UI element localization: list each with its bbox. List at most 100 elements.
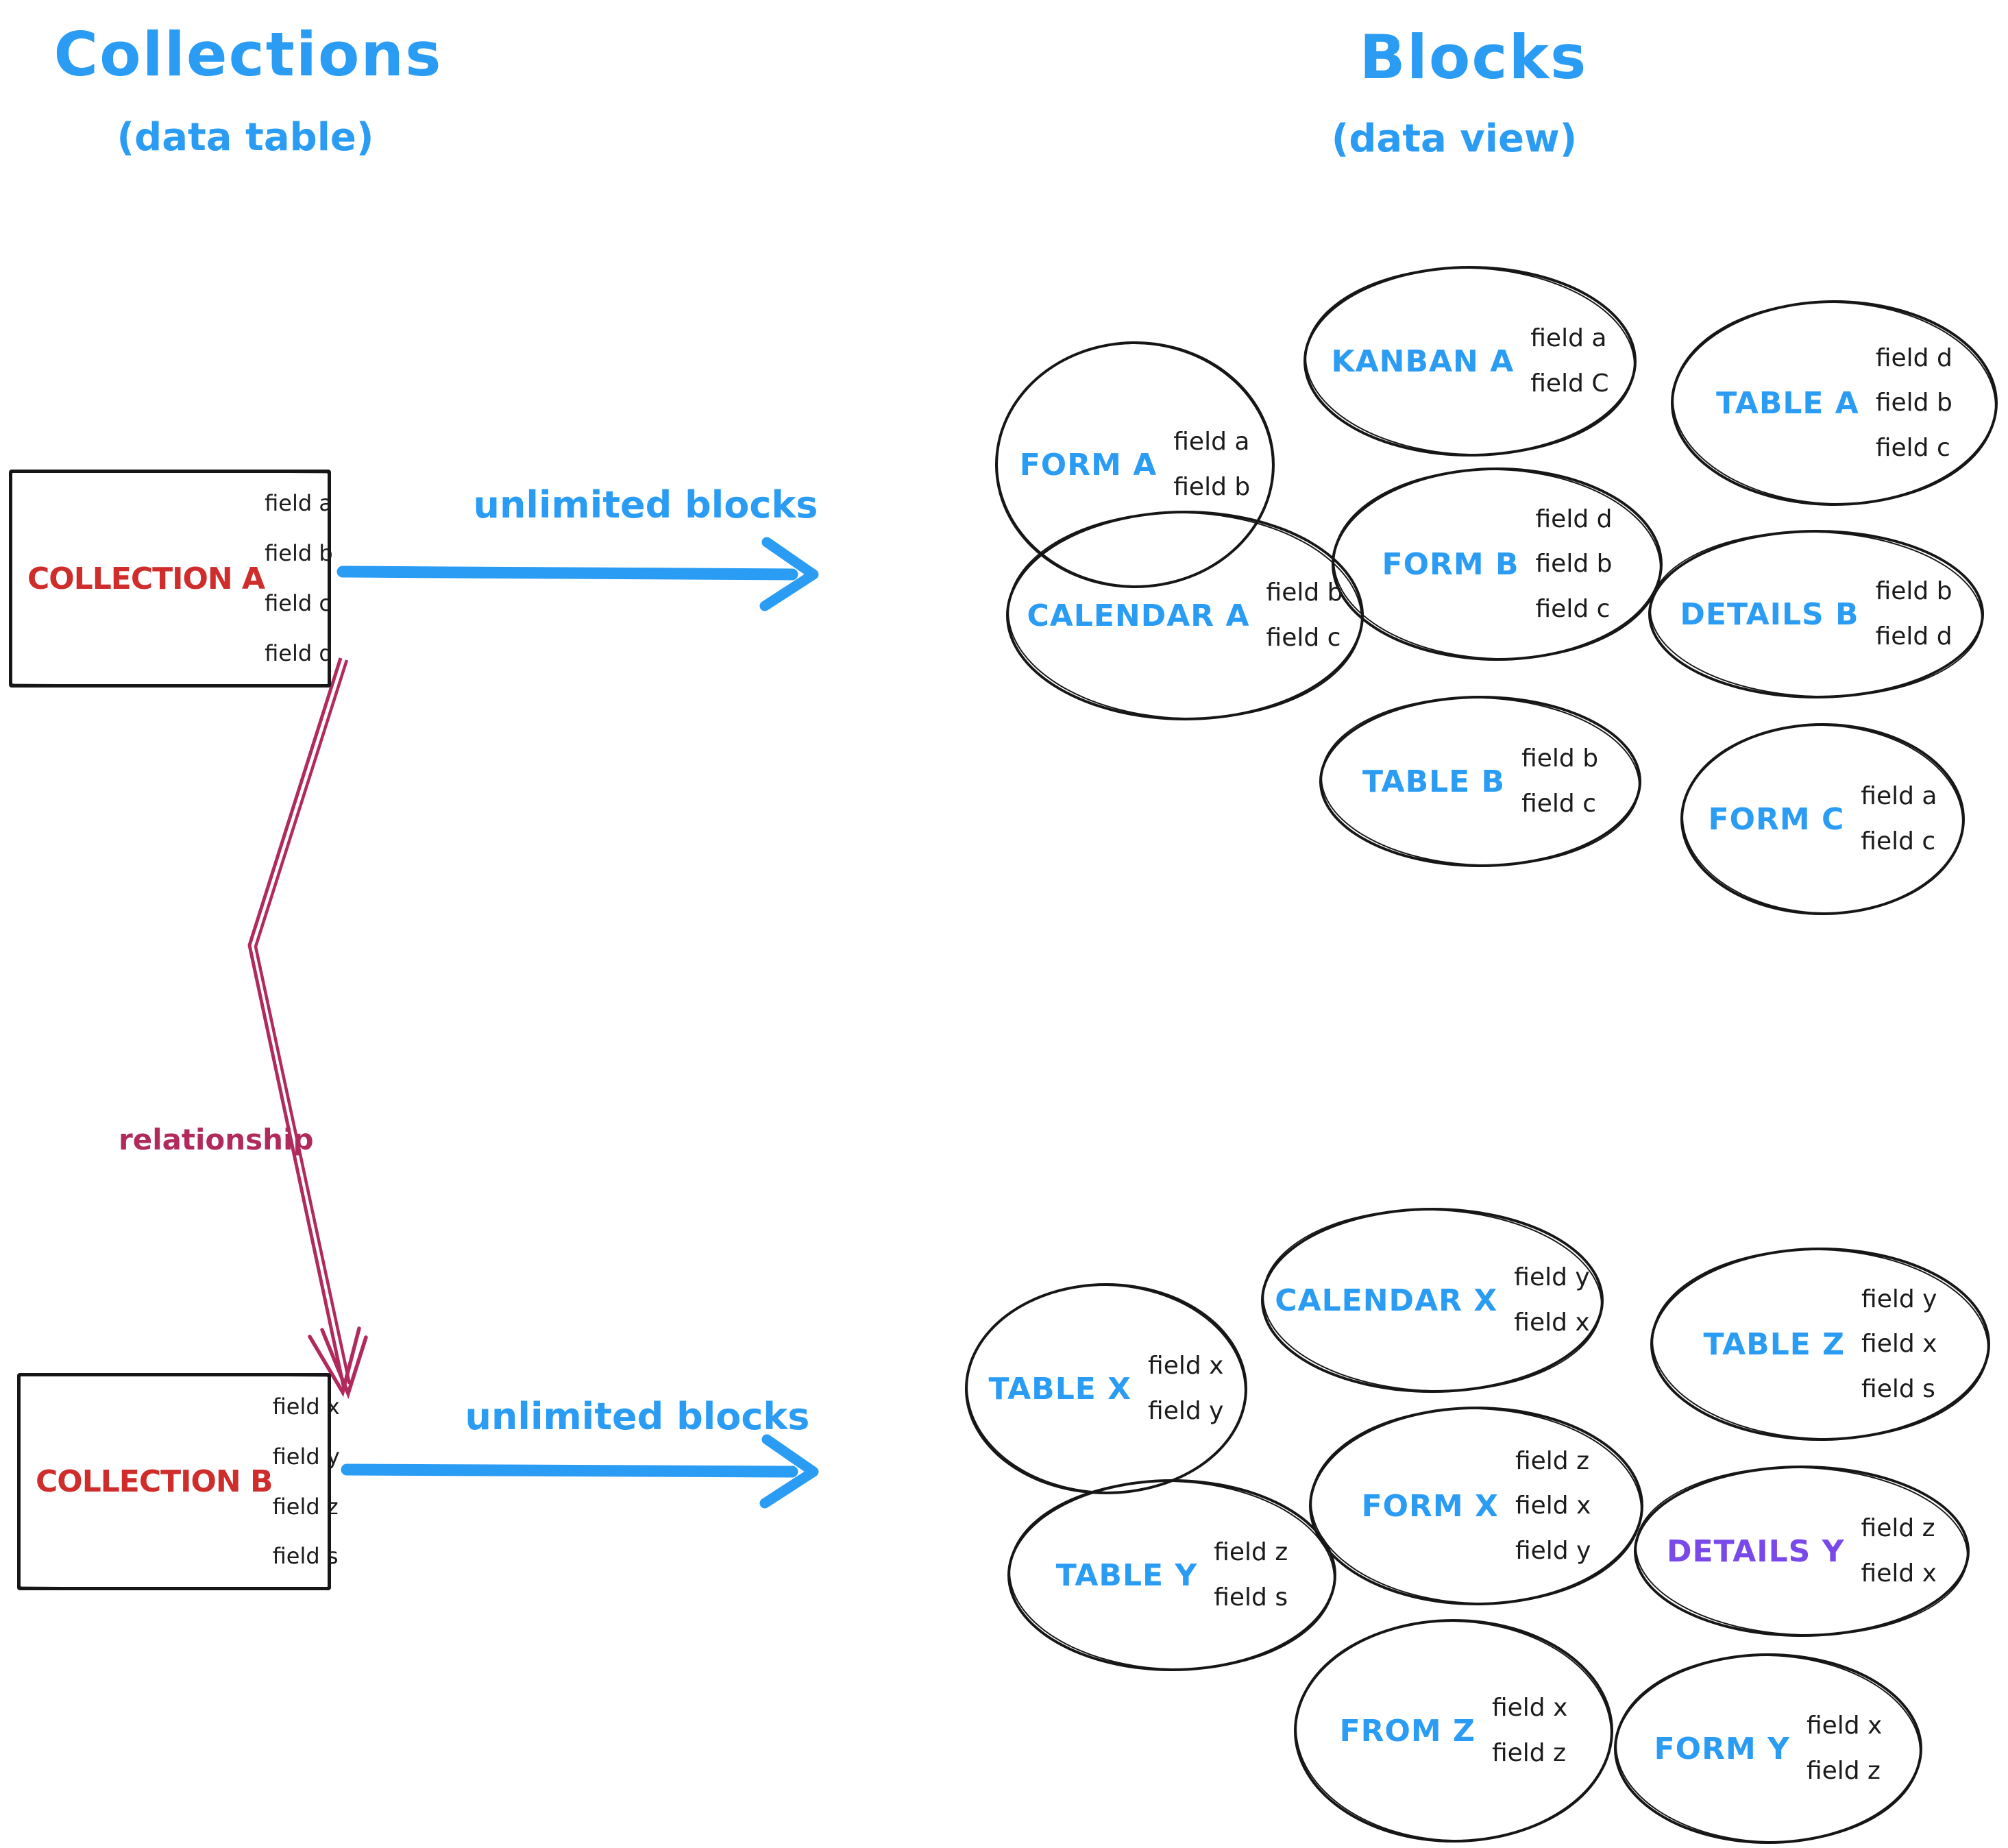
block-form-c-fields: field a field c — [1861, 774, 1937, 864]
relationship-label: relationship — [119, 1123, 314, 1156]
block-table-b-fields: field b field c — [1521, 736, 1598, 826]
block-table-x-fields: field x field y — [1148, 1344, 1223, 1433]
block-form-x: FORM X field z field x field y — [1309, 1407, 1643, 1605]
block-form-x-label: FORM X — [1361, 1488, 1499, 1524]
unlimited-blocks-arrowhead-a — [759, 537, 819, 611]
block-kanban-a: KANBAN A field a field C — [1303, 266, 1637, 457]
block-from-z-label: FROM Z — [1339, 1713, 1476, 1749]
unlimited-blocks-arrow-a — [336, 566, 798, 581]
block-calendar-a-label: CALENDAR A — [1027, 598, 1250, 633]
block-calendar-x-label: CALENDAR X — [1275, 1282, 1498, 1318]
block-table-z: TABLE Z field y field x field s — [1650, 1248, 1990, 1441]
block-form-b-label: FORM B — [1382, 546, 1519, 582]
block-field: field b — [1266, 579, 1343, 607]
block-form-a-label: FORM A — [1019, 447, 1158, 483]
block-field: field b — [1535, 550, 1613, 579]
block-field: field x — [1491, 1694, 1568, 1723]
relationship-line — [247, 657, 346, 1389]
block-field: field c — [1861, 827, 1936, 855]
collection-b-fields: field x field y field z field s — [273, 1382, 340, 1582]
block-table-a: TABLE A field d field b field c — [1671, 300, 1998, 506]
block-calendar-a: CALENDAR A field b field c — [1006, 511, 1364, 720]
collections-title: Collections — [53, 19, 443, 90]
block-form-a: FORM A field a field b — [995, 341, 1275, 588]
block-field: field c — [1266, 624, 1341, 652]
block-field: field y — [1861, 1285, 1937, 1313]
block-calendar-x: CALENDAR X field y field x — [1261, 1208, 1604, 1393]
block-form-x-fields: field z field x field y — [1515, 1439, 1591, 1574]
block-kanban-a-fields: field a field C — [1530, 316, 1608, 406]
block-form-b-fields: field d field b field c — [1536, 497, 1613, 632]
block-details-b: DETAILS B field b field d — [1648, 530, 1984, 698]
block-field: field c — [1521, 790, 1596, 818]
block-field: field x — [1806, 1712, 1883, 1740]
block-form-c-label: FORM C — [1708, 801, 1845, 837]
block-details-b-label: DETAILS B — [1680, 596, 1859, 632]
block-field: field y — [1148, 1397, 1224, 1425]
block-field: field d — [1875, 343, 1952, 372]
unlimited-blocks-label-a: unlimited blocks — [473, 483, 818, 526]
block-details-y-fields: field z field x — [1861, 1506, 1937, 1596]
block-details-y-label: DETAILS Y — [1667, 1533, 1845, 1569]
unlimited-blocks-arrow-b — [341, 1463, 798, 1478]
block-form-y-label: FORM Y — [1654, 1731, 1790, 1766]
block-details-b-fields: field b field d — [1876, 569, 1952, 659]
block-table-x-label: TABLE X — [988, 1371, 1132, 1407]
block-field: field s — [1861, 1374, 1935, 1403]
block-table-z-label: TABLE Z — [1703, 1326, 1846, 1362]
block-field: field c — [1875, 433, 1950, 462]
block-table-y-label: TABLE Y — [1055, 1557, 1198, 1593]
collection-b-field: field s — [272, 1543, 339, 1570]
block-field: field s — [1214, 1583, 1288, 1612]
block-field: field y — [1514, 1263, 1590, 1292]
block-from-z-fields: field x field z — [1492, 1686, 1567, 1775]
block-field: field a — [1530, 324, 1607, 353]
block-field: field b — [1173, 473, 1251, 501]
block-field: field d — [1535, 504, 1613, 533]
collection-b-name: COLLECTION B — [36, 1464, 273, 1499]
collection-a-name: COLLECTION A — [27, 561, 265, 596]
block-field: field x — [1148, 1352, 1224, 1381]
block-details-y: DETAILS Y field z field x — [1634, 1466, 1970, 1637]
relationship-line-2 — [254, 659, 352, 1385]
block-table-a-label: TABLE A — [1716, 385, 1859, 421]
block-table-a-fields: field d field b field c — [1876, 336, 1952, 471]
block-form-b: FORM B field d field b field c — [1332, 467, 1663, 661]
block-field: field y — [1515, 1536, 1591, 1565]
block-field: field x — [1514, 1309, 1590, 1337]
block-table-y-fields: field z field s — [1214, 1530, 1288, 1620]
block-field: field c — [1535, 594, 1611, 623]
collection-a-field: field d — [265, 640, 333, 666]
block-field: field x — [1861, 1559, 1937, 1588]
block-table-b-label: TABLE B — [1362, 764, 1506, 799]
unlimited-blocks-label-b: unlimited blocks — [465, 1395, 810, 1438]
collection-a-fields: field a field b field c field d — [265, 478, 333, 679]
block-table-x: TABLE X field x field y — [965, 1283, 1247, 1494]
block-form-c: FORM C field a field c — [1680, 723, 1965, 915]
collection-b-field: field z — [272, 1493, 339, 1520]
block-calendar-x-fields: field y field x — [1514, 1255, 1589, 1345]
block-field: field d — [1875, 622, 1952, 651]
collection-a-box: COLLECTION A field a field b field c fie… — [9, 470, 333, 688]
block-form-y: FORM Y field x field z — [1614, 1653, 1922, 1844]
block-field: field x — [1515, 1492, 1591, 1520]
block-field: field C — [1530, 369, 1609, 398]
block-field: field b — [1521, 744, 1599, 773]
block-kanban-a-label: KANBAN A — [1331, 343, 1515, 379]
block-table-z-fields: field y field x field s — [1861, 1277, 1937, 1412]
blocks-title: Blocks — [1359, 22, 1588, 93]
block-field: field b — [1875, 577, 1952, 606]
collection-b-field: field y — [272, 1443, 340, 1470]
block-from-z: FROM Z field x field z — [1294, 1619, 1613, 1843]
block-field: field a — [1173, 428, 1250, 457]
block-field: field z — [1806, 1757, 1881, 1785]
collection-b-field: field x — [272, 1393, 340, 1420]
block-field: field z — [1861, 1514, 1935, 1543]
block-form-a-fields: field a field b — [1173, 420, 1250, 509]
block-field: field a — [1861, 782, 1937, 811]
block-table-y: TABLE Y field z field s — [1007, 1479, 1336, 1671]
block-calendar-a-fields: field b field c — [1266, 570, 1343, 660]
collection-a-field: field b — [265, 540, 333, 567]
block-field: field z — [1214, 1538, 1288, 1567]
